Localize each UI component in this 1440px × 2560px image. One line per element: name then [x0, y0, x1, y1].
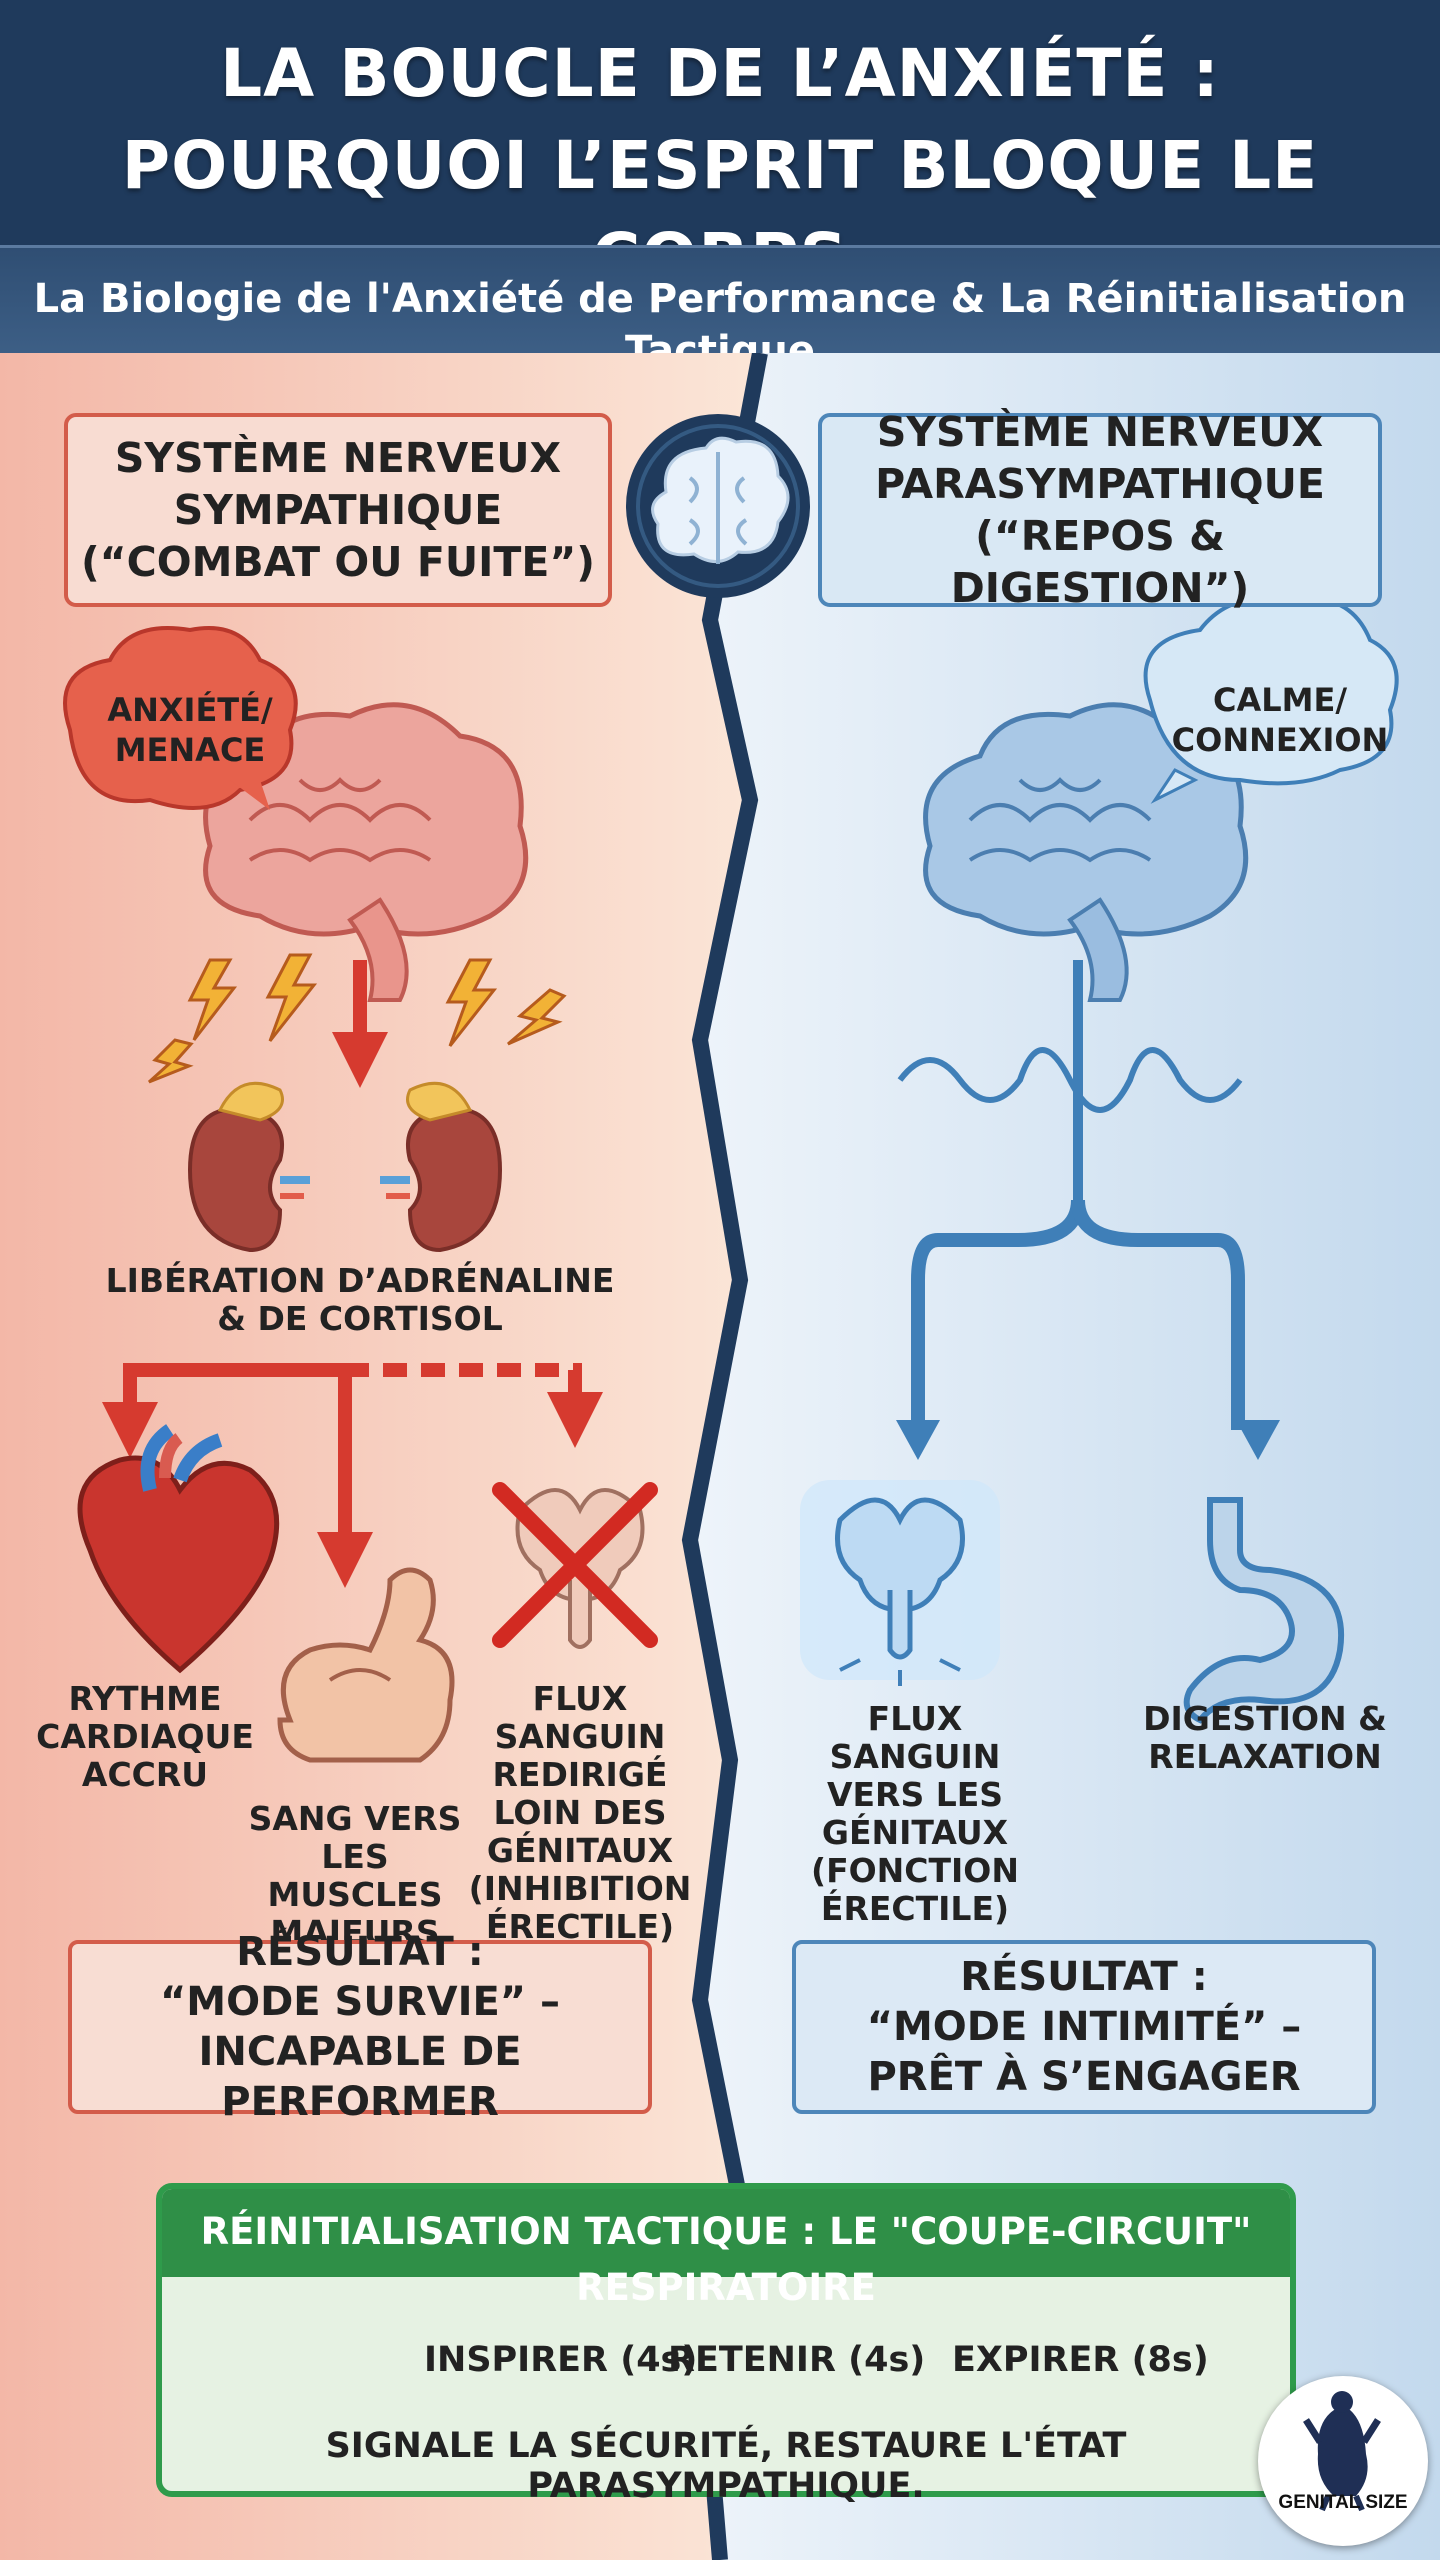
survival-mode-result: RÉSULTAT : “MODE SURVIE” – INCAPABLE DE …	[68, 1929, 652, 2125]
calm-bubble-label: CALME/ CONNEXION	[1171, 681, 1389, 759]
blood-redirected-label: FLUX SANGUIN REDIRIGÉ LOIN DES GÉNITAUX …	[468, 1679, 692, 1946]
heart-rate-label: RYTHME CARDIAQUE ACCRU	[36, 1679, 254, 1794]
anxiety-bubble-label: ANXIÉTÉ/ MENACE	[107, 691, 273, 769]
nerve-wave	[897, 1047, 1243, 1113]
adrenal-glands-icon	[187, 1081, 503, 1253]
stress-lightning-icons	[147, 953, 567, 1084]
header-banner	[0, 0, 1440, 245]
safety-signal-text: SIGNALE LA SÉCURITÉ, RESTAURE L'ÉTAT PAR…	[325, 2426, 1127, 2506]
muscles-label: SANG VERS LES MUSCLES MAJEURS	[248, 1799, 462, 1952]
subtitle-bar	[0, 245, 1440, 356]
anxiety-bubble	[63, 626, 298, 810]
title-line-1: LA BOUCLE DE L’ANXIÉTÉ :	[220, 35, 1220, 112]
calm-bubble	[1143, 596, 1399, 786]
exhale-step: EXPIRER (8s)	[952, 2340, 1209, 2380]
hormone-release-label: LIBÉRATION D’ADRÉNALINE & DE CORTISOL	[105, 1261, 615, 1338]
crossed-genitals-icon	[492, 1482, 658, 1649]
brand-logo-text: GENITAL SIZE	[1278, 2492, 1408, 2513]
tactical-reset-header	[162, 2189, 1290, 2277]
parasympathetic-title: SYSTÈME NERVEUX PARASYMPATHIQUE (“REPOS …	[875, 408, 1325, 612]
hold-step: RETENIR (4s)	[668, 2340, 926, 2380]
calm-brain-icon	[923, 702, 1249, 1002]
tactical-reset-title: RÉINITIALISATION TACTIQUE : LE "COUPE-CI…	[200, 2210, 1252, 2309]
brand-logo-figure	[1303, 2391, 1381, 2512]
page-title: LA BOUCLE DE L’ANXIÉTÉ : POURQUOI L’ESPR…	[0, 28, 1440, 304]
sympathetic-title: SYSTÈME NERVEUX SYMPATHIQUE (“COMBAT OU …	[80, 434, 596, 586]
stomach-icon	[1183, 1497, 1345, 1724]
intimacy-mode-result: RÉSULTAT : “MODE INTIMITÉ” – PRÊT À S’EN…	[792, 1940, 1376, 2114]
heart-icon	[77, 1424, 280, 1674]
inhale-step: INSPIRER (4s)	[424, 2340, 698, 2380]
genital-blood-flow-label: FLUX SANGUIN VERS LES GÉNITAUX (FONCTION…	[811, 1699, 1019, 1928]
parasympathetic-title-box: SYSTÈME NERVEUX PARASYMPATHIQUE (“REPOS …	[818, 408, 1382, 612]
flexed-arm-icon	[277, 1567, 455, 1763]
sympathetic-title-box: SYSTÈME NERVEUX SYMPATHIQUE (“COMBAT OU …	[64, 413, 612, 607]
genitals-blood-flow-icon	[800, 1480, 1000, 1686]
digestion-label: DIGESTION & RELAXATION	[1143, 1699, 1387, 1776]
